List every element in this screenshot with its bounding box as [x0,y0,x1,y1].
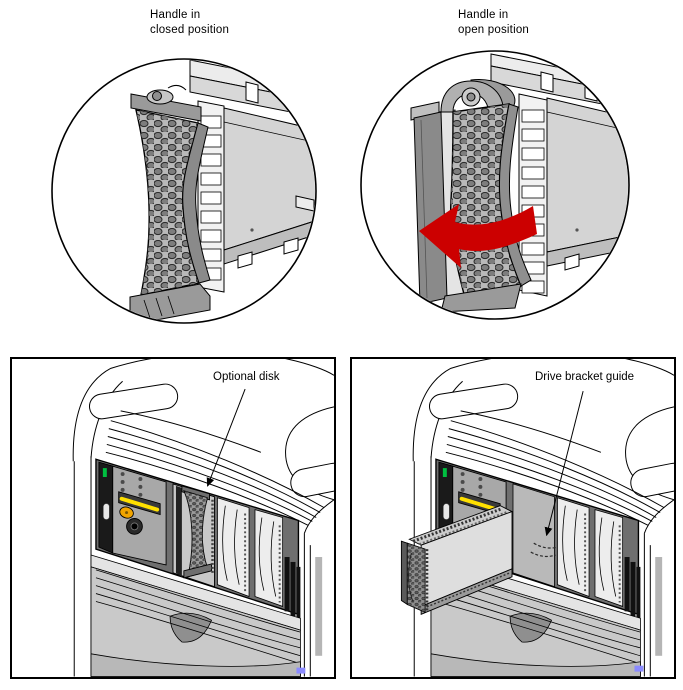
status-leds [120,472,143,497]
drive-bracket-guide [533,542,558,549]
label-handle-open: Handle in open position [458,9,530,36]
drive-handle-closed [129,84,211,322]
label-optional-disk: Optional disk [213,371,280,383]
door-handle-notch [509,612,553,643]
panel-drive-bracket: Drive bracket guide [350,357,676,679]
label-drive-bracket-guide: Drive bracket guide [535,371,635,383]
corner-tick [634,665,644,672]
rotation-arrow-icon [419,204,537,268]
optional-disk-leader-arrow [206,388,246,487]
drive-carrier-open [410,53,628,313]
power-led [102,468,107,478]
front-control-panel [98,461,167,566]
blank-drive-slots [217,497,301,619]
eject-button [443,503,450,520]
inset-handle-open [360,50,630,320]
media-slot-highlight [119,496,160,512]
inset-handle-closed [51,58,317,324]
blank-drive-slots [557,497,641,619]
carrier-rail [197,100,225,293]
server-front-drive-bracket [400,359,674,677]
extended-drive [400,505,514,615]
power-led [442,468,447,478]
carrier-rail [518,93,548,297]
eject-button [103,503,110,520]
optional-disk-drive [172,483,215,588]
media-slot-highlight [459,496,500,512]
corner-tick [296,667,306,674]
door-handle-notch [169,612,213,643]
panel-optional-disk: Optional disk [10,357,336,679]
drive-bracket-leader-arrow [544,390,584,537]
chassis-edge-strip [315,557,323,656]
drive-handle-open [410,79,532,313]
label-handle-closed: Handle in closed position [150,9,230,36]
server-front-optional-disk [72,359,334,677]
chassis-hood [72,359,334,677]
status-leds [460,472,483,497]
front-door [90,554,301,677]
chassis-edge-strip [655,557,663,656]
empty-drive-slot [512,483,558,588]
